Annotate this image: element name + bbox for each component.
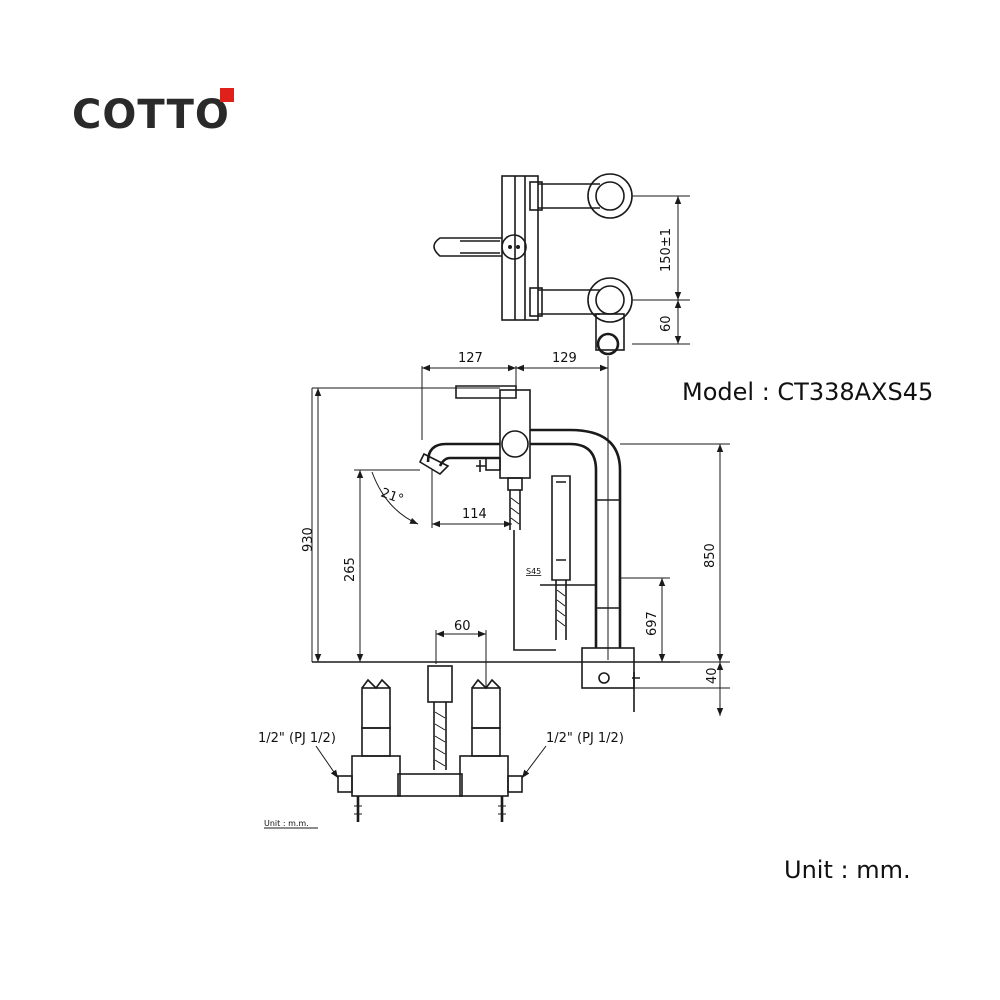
dim-60-front: 60 (454, 619, 471, 634)
brand-square-fill (220, 88, 234, 102)
dim-129: 129 (552, 351, 577, 366)
dim-697: 697 (645, 611, 660, 636)
fitting-right-label: 1/2" (PJ 1/2) (546, 731, 624, 746)
fitting-left-label: 1/2" (PJ 1/2) (258, 731, 336, 746)
dim-angle: 21° (379, 486, 406, 508)
model-label: Model : CT338AXS45 (682, 378, 934, 406)
dim-850: 850 (703, 543, 718, 568)
brand-name: COTTO (72, 92, 230, 138)
dim-60-top: 60 (659, 315, 674, 332)
dim-114: 114 (462, 507, 487, 522)
dim-930: 930 (301, 527, 316, 552)
hose-label: S45 (526, 567, 541, 576)
dim-150: 150±1 (659, 228, 674, 272)
dim-265: 265 (343, 557, 358, 582)
front-view (264, 630, 547, 829)
top-view (433, 173, 690, 356)
small-unit-note: Unit : m.m. (264, 819, 309, 828)
dim-127: 127 (458, 351, 483, 366)
unit-label: Unit : mm. (784, 856, 911, 884)
dim-40: 40 (705, 667, 720, 684)
brand-square-icon (220, 88, 234, 102)
side-view (311, 356, 730, 716)
